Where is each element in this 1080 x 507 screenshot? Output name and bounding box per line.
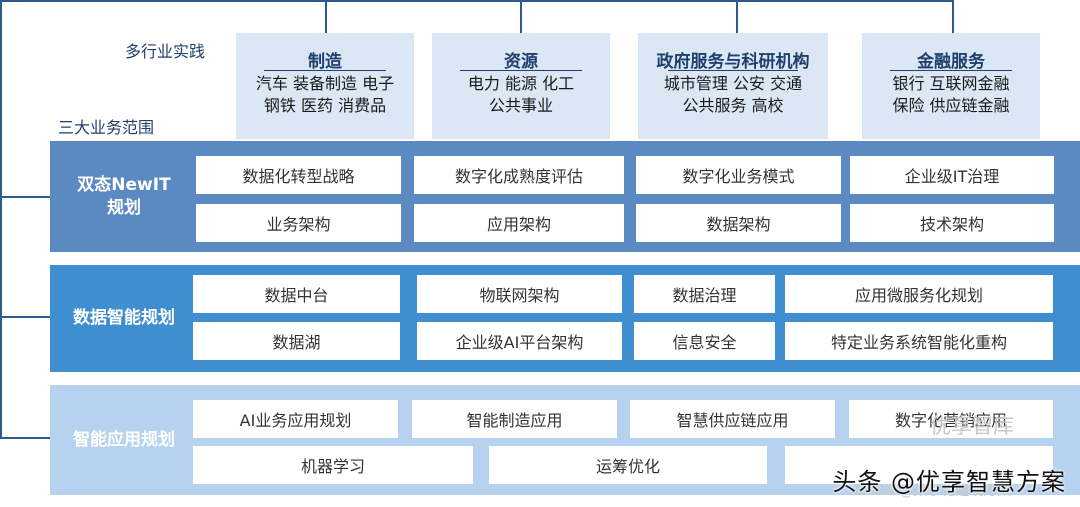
item-box: 机器学习 <box>193 446 473 484</box>
connector-drop-col4 <box>952 0 954 34</box>
item-box: 数据架构 <box>636 204 841 242</box>
item-box: 数据治理 <box>634 275 775 313</box>
item-box: 应用微服务化规划 <box>785 275 1053 313</box>
item-box: 运筹优化 <box>489 446 767 484</box>
connector-drop-col1 <box>325 0 327 34</box>
column-subtitle: 汽车 装备制造 电子 钢铁 医药 消费品 <box>236 70 414 117</box>
connector-drop-col2 <box>520 0 522 34</box>
connector-drop-col3 <box>736 0 738 34</box>
item-box: 数字化业务模式 <box>636 156 841 194</box>
item-box: 数据湖 <box>193 322 400 360</box>
connector-branch-band1 <box>0 196 52 198</box>
item-box: 业务架构 <box>196 204 401 242</box>
band-label-line: 双态NewIT <box>77 175 171 195</box>
three-scope-label: 三大业务范围 <box>58 118 155 137</box>
item-box: 数字化营销应用 <box>849 400 1053 438</box>
item-box: 数据化转型战略 <box>196 156 401 194</box>
item-box: 数据中台 <box>193 275 400 313</box>
column-title: 金融服务 <box>917 52 985 72</box>
column-title: 政府服务与科研机构 <box>656 52 810 72</box>
column-subtitle: 银行 互联网金融 保险 供应链金融 <box>862 70 1040 117</box>
industry-column-government: 政府服务与科研机构 城市管理 公安 交通 公共服务 高校 <box>638 33 828 139</box>
item-box: 技术架构 <box>850 204 1054 242</box>
item-box: 企业级IT治理 <box>850 156 1054 194</box>
column-title: 资源 <box>504 52 538 72</box>
connector-top-horizontal <box>0 0 954 2</box>
item-box: 信息安全 <box>634 322 775 360</box>
item-box: 企业级AI平台架构 <box>417 322 622 360</box>
column-title: 制造 <box>308 52 342 72</box>
industry-column-manufacturing: 制造 汽车 装备制造 电子 钢铁 医药 消费品 <box>236 33 414 139</box>
item-box: 物联网架构 <box>417 275 622 313</box>
connector-branch-band2 <box>0 316 52 318</box>
industry-practice-label: 多行业实践 <box>125 42 206 61</box>
watermark-faint: 优享智库 <box>930 414 1014 438</box>
column-subtitle: 城市管理 公安 交通 公共服务 高校 <box>638 70 828 117</box>
connector-branch-band3 <box>0 437 52 439</box>
item-box: 数字化成熟度评估 <box>414 156 624 194</box>
band-label-data-intelligence: 数据智能规划 <box>73 308 175 328</box>
item-box: 特定业务系统智能化重构 <box>785 322 1053 360</box>
column-subtitle: 电力 能源 化工 公共事业 <box>432 70 610 117</box>
watermark-faint-csdn: CSDN @数字化建设方案 <box>855 483 1012 499</box>
watermark-text: 头条 @优享智慧方案 <box>832 468 1066 496</box>
band-label-intelligent-applications: 智能应用规划 <box>73 430 175 450</box>
item-box-partial <box>785 446 1053 484</box>
item-box: 应用架构 <box>414 204 624 242</box>
industry-column-finance: 金融服务 银行 互联网金融 保险 供应链金融 <box>862 33 1040 139</box>
connector-left-vertical <box>0 0 2 438</box>
item-box: AI业务应用规划 <box>193 400 398 438</box>
band-label-newit: 双态NewIT 规划 <box>56 174 192 220</box>
industry-column-resources: 资源 电力 能源 化工 公共事业 <box>432 33 610 139</box>
item-box: 智能制造应用 <box>412 400 617 438</box>
band-label-line: 规划 <box>107 198 141 218</box>
item-box: 智慧供应链应用 <box>630 400 835 438</box>
